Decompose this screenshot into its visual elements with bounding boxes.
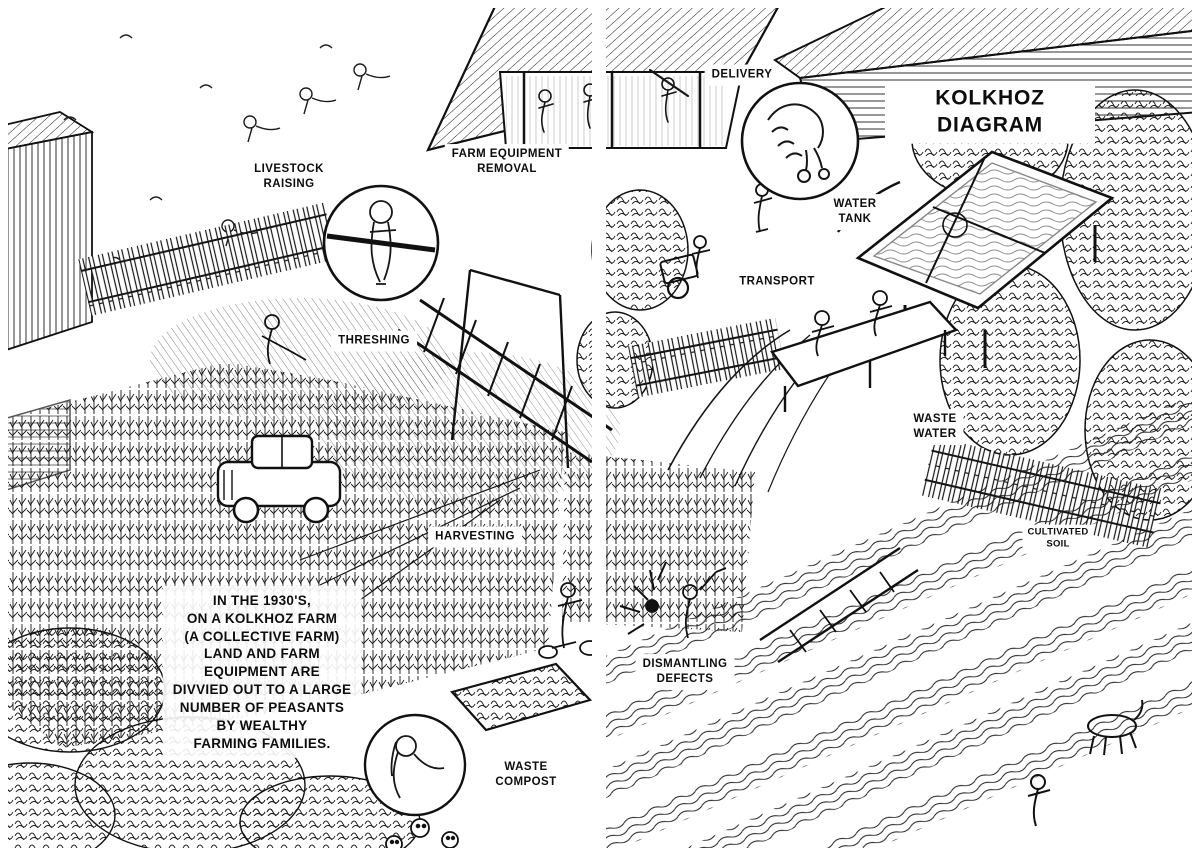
label-livestock-raising: LIVESTOCK RAISING bbox=[247, 159, 331, 195]
raking-worker bbox=[261, 314, 307, 365]
dismantling-figure bbox=[619, 561, 727, 639]
label-waste-water: WASTE WATER bbox=[906, 409, 964, 445]
label-waste-compost: WASTE COMPOST bbox=[488, 757, 564, 793]
center-barn bbox=[426, 0, 784, 152]
intro-caption: IN THE 1930'S, ON A KOLKHOZ FARM (A COLL… bbox=[162, 585, 362, 759]
inset-hand-cherries bbox=[740, 81, 860, 201]
label-farm-equipment-removal: FARM EQUIPMENT REMOVAL bbox=[444, 144, 570, 180]
label-transport: TRANSPORT bbox=[732, 271, 822, 293]
label-dismantling-defects: DISMANTLING DEFECTS bbox=[635, 654, 735, 690]
inset-figure-skulls bbox=[363, 713, 467, 853]
crop-rows bbox=[600, 400, 1200, 856]
label-harvesting: HARVESTING bbox=[428, 526, 522, 548]
old-car bbox=[216, 434, 342, 524]
label-delivery: DELIVERY bbox=[704, 64, 780, 86]
center-fence bbox=[627, 317, 786, 398]
trough-bench bbox=[770, 290, 959, 412]
inset-figure-rail bbox=[322, 184, 440, 302]
diagram-title: KOLKHOZ DIAGRAM bbox=[885, 80, 1095, 144]
label-cultivated-soil: CULTIVATED SOIL bbox=[1022, 524, 1094, 554]
left-fence bbox=[78, 202, 337, 316]
label-water-tank: WATER TANK bbox=[826, 194, 884, 230]
label-threshing: THRESHING bbox=[331, 330, 417, 352]
